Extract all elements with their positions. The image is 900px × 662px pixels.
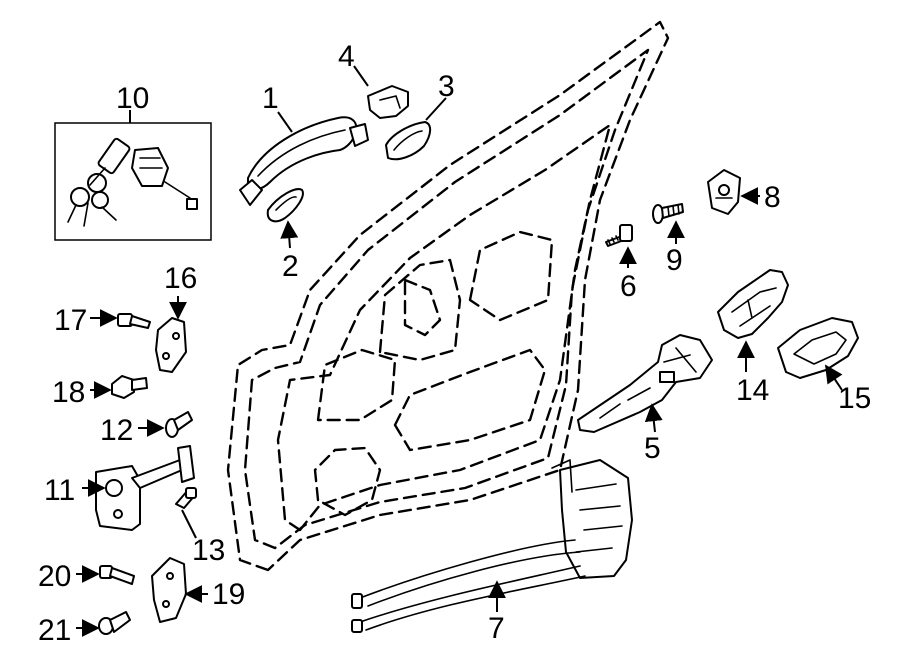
callout-labels: 1 2 3 4 5 6 7 8 9 10 11 12 13 14 15 16 1…: [38, 40, 871, 647]
callout-6: 6: [620, 270, 637, 303]
callout-4: 4: [338, 40, 355, 73]
part-4-handle-cap: [367, 85, 409, 119]
lock-cylinder-icon: [131, 147, 198, 210]
part-1-outside-handle: [239, 116, 369, 206]
callout-11: 11: [44, 474, 75, 507]
part-10-lock-cylinder-kit: [54, 122, 212, 241]
part-14-inside-handle-housing: [717, 269, 789, 339]
callout-16: 16: [164, 262, 197, 295]
callout-3: 3: [438, 70, 455, 103]
part-11-door-check: [95, 445, 195, 531]
callout-1: 1: [262, 82, 279, 115]
callout-18: 18: [52, 376, 85, 409]
callout-5: 5: [644, 432, 661, 465]
part-17-bolt: [117, 313, 151, 329]
part-5-handle-bracket: [577, 334, 713, 433]
part-19-lower-hinge: [151, 557, 187, 623]
part-7-door-latch: [351, 459, 633, 633]
callout-2: 2: [282, 250, 299, 283]
part-3-cap-gasket: [385, 121, 432, 161]
part-21-bolt: [98, 611, 131, 635]
callout-14: 14: [736, 374, 769, 407]
part-2-handle-gasket: [266, 188, 304, 223]
part-8-door-striker: [707, 169, 741, 215]
part-16-upper-hinge: [155, 317, 187, 373]
callout-20: 20: [38, 560, 71, 593]
callout-19: 19: [212, 578, 245, 611]
callout-15: 15: [838, 382, 871, 415]
callout-13: 13: [192, 534, 225, 567]
door-shell-outline: [226, 20, 670, 572]
part-12-bolt: [165, 411, 193, 438]
key-icon: [67, 137, 131, 227]
part-6-bolt: [605, 224, 633, 247]
callout-21: 21: [38, 614, 71, 647]
part-15-inside-handle: [777, 317, 859, 379]
callout-17: 17: [54, 304, 87, 337]
callout-10: 10: [116, 82, 149, 115]
part-9-screw: [652, 203, 684, 224]
part-20-bolt: [99, 565, 135, 585]
leader-lines: [76, 65, 843, 637]
callout-9: 9: [666, 244, 683, 277]
part-18-bolt: [111, 375, 148, 399]
callout-12: 12: [100, 414, 133, 447]
part-13-bolt: [175, 487, 197, 509]
part-10-box: [54, 122, 212, 241]
callout-7: 7: [488, 612, 505, 645]
callout-8: 8: [764, 181, 781, 214]
